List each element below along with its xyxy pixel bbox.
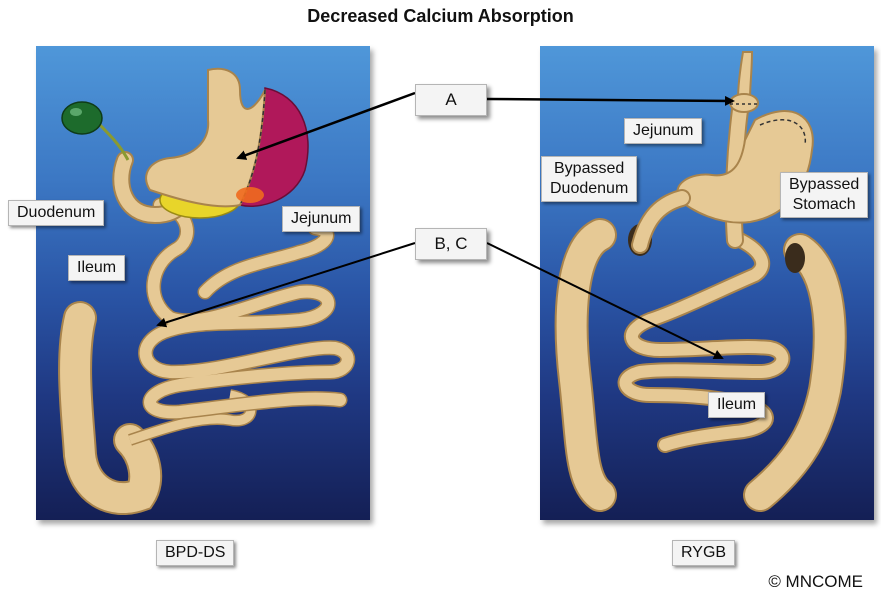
left-gallbladder bbox=[62, 102, 102, 134]
caption-rygb: RYGB bbox=[672, 540, 735, 566]
callout-a: A bbox=[415, 84, 487, 116]
caption-bpd-ds: BPD-DS bbox=[156, 540, 234, 566]
right-esophagus bbox=[738, 52, 752, 100]
bypassed-duodenum-line-2: Duodenum bbox=[550, 179, 628, 199]
label-left-jejunum: Jejunum bbox=[282, 206, 360, 232]
label-bypassed-duodenum: Bypassed Duodenum bbox=[541, 156, 637, 202]
callout-bc: B, C bbox=[415, 228, 487, 260]
label-left-ileum: Ileum bbox=[68, 255, 125, 281]
arrow-a-to-pouch bbox=[487, 99, 733, 101]
right-gastric-pouch bbox=[730, 94, 758, 112]
bypassed-stomach-line-2: Stomach bbox=[789, 195, 859, 215]
label-bypassed-stomach: Bypassed Stomach bbox=[780, 172, 868, 218]
left-stomach-sleeve bbox=[146, 69, 265, 207]
copyright-notice: © MNCOME bbox=[768, 572, 863, 592]
bypassed-duodenum-line-1: Bypassed bbox=[550, 159, 628, 179]
label-right-ileum: Ileum bbox=[708, 392, 765, 418]
bypassed-stomach-line-1: Bypassed bbox=[789, 175, 859, 195]
label-right-jejunum: Jejunum bbox=[624, 118, 702, 144]
label-duodenum: Duodenum bbox=[8, 200, 104, 226]
